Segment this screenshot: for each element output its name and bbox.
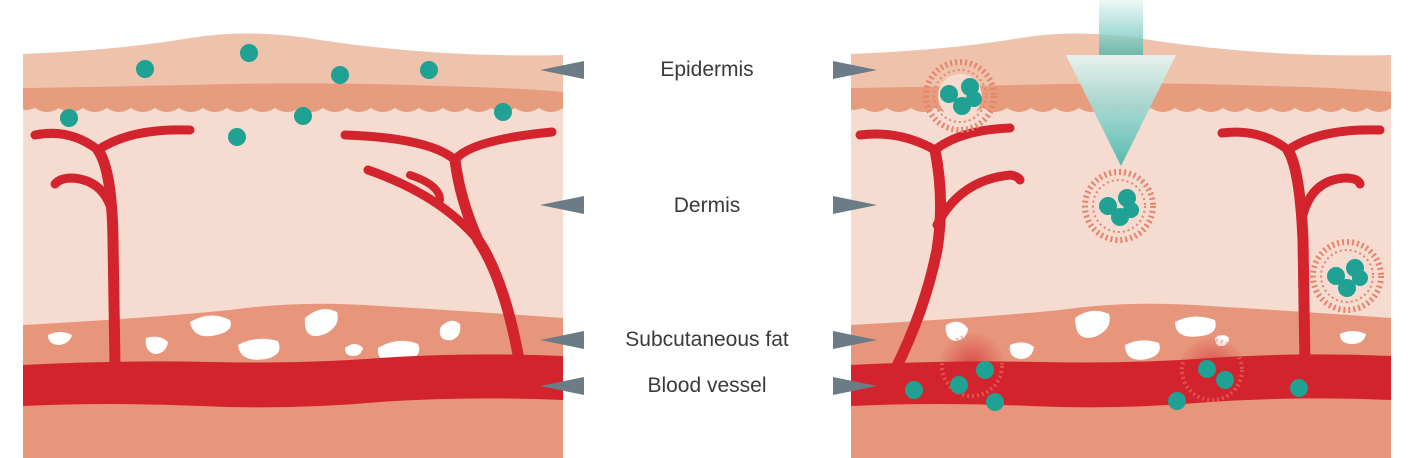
triangle-pointer-icon — [833, 377, 877, 395]
left-bottom-layer — [23, 405, 563, 458]
right-skin-panel — [851, 0, 1391, 458]
particle-dot-icon — [905, 381, 923, 399]
left-fat-cells — [48, 309, 461, 363]
right-capillaries — [855, 123, 1385, 376]
left-epidermis-base — [23, 83, 563, 112]
left-dermis-layer — [23, 95, 563, 335]
triangle-pointer-icon — [833, 331, 877, 349]
particle-dot-icon — [976, 361, 994, 379]
particle-dot-icon — [240, 44, 258, 62]
particle-dot-icon — [1168, 392, 1186, 410]
particle-dot-icon — [136, 60, 154, 78]
label-epidermis: Epidermis — [660, 58, 754, 81]
liposome-icon — [1082, 169, 1156, 243]
particle-dot-icon — [294, 107, 312, 125]
triangle-pointer-icon — [540, 331, 584, 349]
triangle-pointer-icon — [833, 196, 877, 214]
liposome-icon — [1310, 239, 1384, 313]
down-arrow-icon — [1066, 0, 1176, 166]
right-bottom-layer — [851, 405, 1391, 458]
particle-dot-icon — [228, 128, 246, 146]
particle-dot-icon — [950, 376, 968, 394]
particle-dot-icon — [986, 393, 1004, 411]
label-dermis: Dermis — [673, 194, 741, 217]
particle-dot-icon — [1216, 371, 1234, 389]
left-blood-vessel — [23, 354, 563, 408]
left-epidermis-layer — [23, 33, 563, 98]
particle-dot-icon — [420, 61, 438, 79]
triangle-pointer-icon — [540, 61, 584, 79]
left-particles — [60, 44, 512, 146]
particle-dot-icon — [494, 103, 512, 121]
liposome-group — [923, 59, 1384, 404]
particle-dot-icon — [1198, 360, 1216, 378]
triangle-pointer-icon — [540, 377, 584, 395]
particle-dot-icon — [331, 66, 349, 84]
label-blood-vessel: Blood vessel — [647, 374, 767, 397]
liposome-icon — [938, 332, 1006, 400]
triangle-pointer-icon — [540, 196, 584, 214]
left-capillaries — [30, 125, 557, 371]
label-subcutaneous-fat: Subcutaneous fat — [625, 328, 789, 351]
pointers — [540, 61, 877, 395]
particle-dot-icon — [60, 109, 78, 127]
right-particles — [905, 360, 1308, 411]
liposome-icon — [923, 59, 997, 133]
particle-dot-icon — [1290, 379, 1308, 397]
left-skin-panel — [23, 33, 563, 458]
triangle-pointer-icon — [833, 61, 877, 79]
